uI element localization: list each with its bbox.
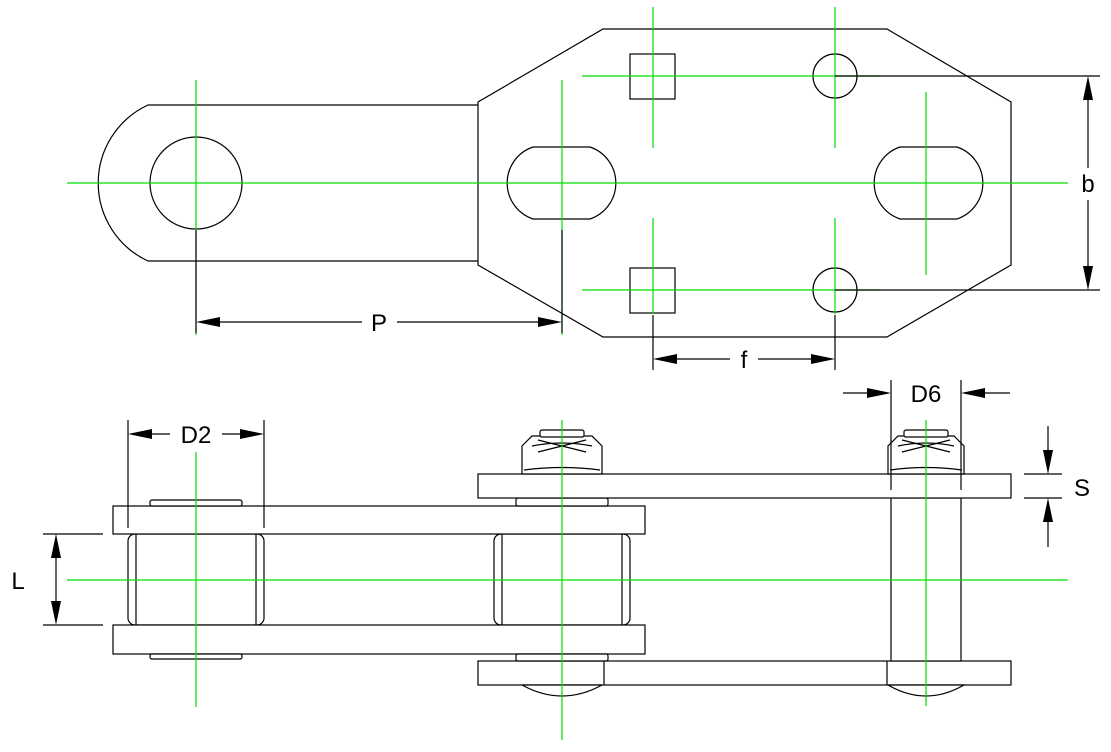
inner-plate-upper — [112, 505, 646, 535]
arrowhead — [51, 534, 61, 558]
inner-plate-lower — [112, 624, 646, 655]
arrowhead — [196, 317, 220, 327]
arrowhead — [1043, 450, 1053, 474]
top-view: P f b — [67, 7, 1100, 374]
attachment-plate-upper — [477, 473, 1012, 499]
dimension-d2: D2 — [127, 420, 265, 528]
arrowhead — [128, 429, 152, 439]
arrowhead — [1083, 76, 1093, 100]
arrowhead — [1043, 498, 1053, 522]
arrowhead — [1083, 266, 1093, 290]
label-b: b — [1081, 171, 1094, 198]
arrowhead — [867, 388, 891, 398]
arrowhead — [538, 317, 562, 327]
dimension-d6: D6 — [843, 380, 1010, 490]
arrowhead — [961, 388, 985, 398]
label-f: f — [741, 347, 748, 374]
dimension-s: S — [1024, 426, 1090, 547]
label-p: P — [371, 310, 387, 337]
arrowhead — [51, 601, 61, 625]
attachment-plate-lower — [477, 660, 1012, 686]
dimension-f: f — [652, 315, 836, 374]
side-view: D2 D6 S L — [11, 380, 1090, 740]
side-view-centerlines — [67, 420, 1068, 740]
dimension-p: P — [195, 230, 563, 337]
dimension-l: L — [11, 533, 103, 626]
label-l: L — [11, 568, 24, 595]
label-s: S — [1074, 475, 1090, 502]
arrowhead — [811, 354, 835, 364]
arrowhead — [240, 429, 264, 439]
label-d2: D2 — [181, 422, 212, 449]
dimension-b: b — [835, 75, 1100, 291]
label-d6: D6 — [911, 381, 942, 408]
arrowhead — [653, 354, 677, 364]
